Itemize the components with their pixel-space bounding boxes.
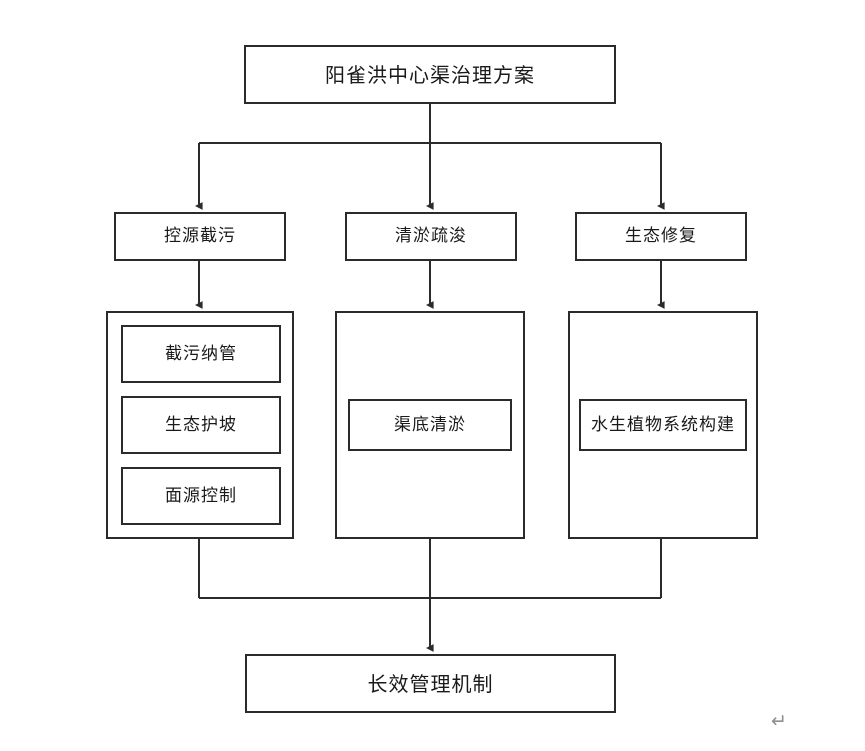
paragraph-return-icon: ↵ xyxy=(771,710,787,732)
node-terminal[interactable]: 长效管理机制 xyxy=(245,654,616,713)
node-leaf-eco-slope[interactable]: 生态护坡 xyxy=(121,396,281,454)
node-root-label: 阳雀洪中心渠治理方案 xyxy=(325,62,535,87)
node-leaf-channel-bed-dredging[interactable]: 渠底清淤 xyxy=(348,399,512,451)
node-branch-1-label: 控源截污 xyxy=(164,226,236,247)
node-branch-pollution-control[interactable]: 控源截污 xyxy=(114,212,286,261)
node-terminal-label: 长效管理机制 xyxy=(367,671,494,696)
node-branch-dredging[interactable]: 清淤疏浚 xyxy=(345,212,517,261)
node-leaf-1-2-label: 生态护坡 xyxy=(165,414,237,435)
node-branch-2-label: 清淤疏浚 xyxy=(395,226,467,247)
node-branch-eco-restoration[interactable]: 生态修复 xyxy=(575,212,747,261)
node-leaf-1-3-label: 面源控制 xyxy=(165,485,237,506)
node-leaf-sewage-interception[interactable]: 截污纳管 xyxy=(121,325,281,383)
node-leaf-3-1-label: 水生植物系统构建 xyxy=(591,414,735,435)
container-branch-2: 渠底清淤 xyxy=(335,311,525,539)
node-leaf-1-1-label: 截污纳管 xyxy=(165,343,237,364)
container-branch-1: 截污纳管 生态护坡 面源控制 xyxy=(106,311,294,539)
node-leaf-nonpoint-source-control[interactable]: 面源控制 xyxy=(121,467,281,525)
node-leaf-2-1-label: 渠底清淤 xyxy=(394,414,466,435)
node-leaf-aquatic-plant-system[interactable]: 水生植物系统构建 xyxy=(579,399,747,451)
node-branch-3-label: 生态修复 xyxy=(625,226,697,247)
node-root[interactable]: 阳雀洪中心渠治理方案 xyxy=(244,45,616,104)
container-branch-3: 水生植物系统构建 xyxy=(568,311,758,539)
